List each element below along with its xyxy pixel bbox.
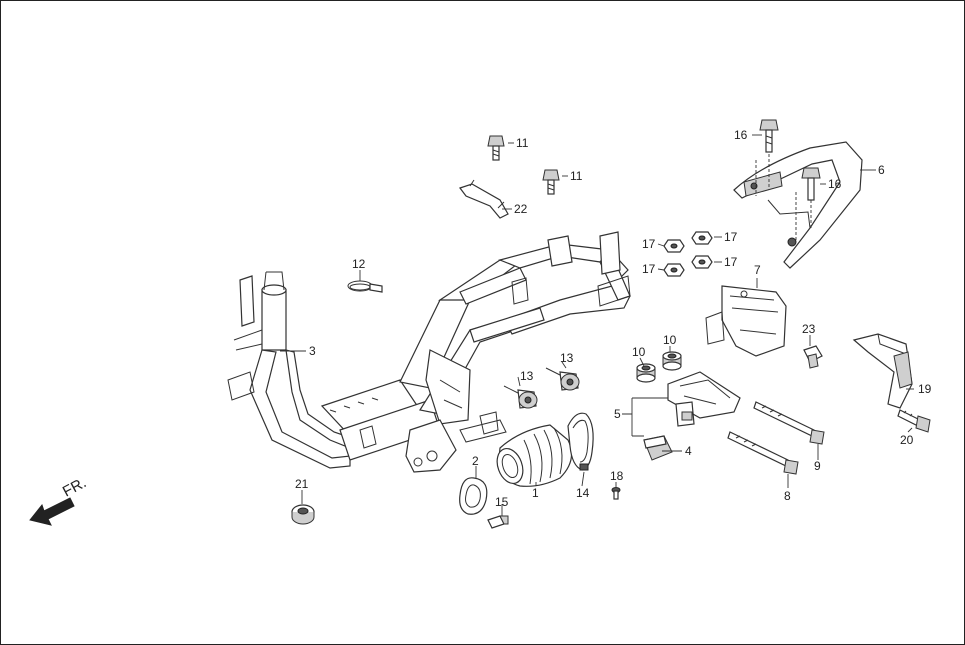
- part-number-8: 8: [784, 489, 791, 503]
- rear-carrier-6-drawing: [733, 141, 863, 269]
- part-number-11b: 11: [570, 169, 583, 183]
- long-bolt-8-drawing: [727, 431, 799, 475]
- part-number-20: 20: [900, 433, 914, 447]
- part-number-11a: 11: [516, 136, 529, 150]
- part-number-10b: 10: [663, 333, 677, 347]
- nut-17d-drawing: [691, 255, 713, 269]
- bolt-20-drawing: [897, 409, 931, 433]
- part-number-21: 21: [295, 477, 309, 491]
- bracket-22-drawing: [459, 179, 509, 219]
- part-number-22: 22: [514, 202, 528, 216]
- bolt-11b-drawing: [542, 169, 560, 195]
- gasket-2-drawing: [459, 477, 488, 515]
- leader-lines: [280, 134, 914, 516]
- part-number-4: 4: [685, 444, 692, 458]
- bushing-13a-drawing: [503, 385, 538, 409]
- air-duct-1-drawing: [496, 424, 573, 487]
- part-number-5: 5: [614, 407, 621, 421]
- part-number-2: 2: [472, 454, 479, 468]
- part-number-16a: 16: [734, 128, 748, 142]
- screw-18-drawing: [611, 487, 621, 500]
- part-number-17d: 17: [724, 255, 738, 269]
- part-number-18: 18: [610, 469, 624, 483]
- bolt-11a-drawing: [487, 135, 505, 161]
- part-number-14: 14: [576, 486, 590, 500]
- clip-23-drawing: [803, 345, 823, 369]
- front-direction-arrow-icon: [29, 497, 75, 526]
- part-number-1: 1: [532, 486, 539, 500]
- collar-10b-drawing: [662, 351, 682, 371]
- part-number-13a: 13: [520, 369, 534, 383]
- nut-17a-drawing: [663, 239, 685, 253]
- main-frame-drawing: [227, 231, 631, 473]
- front-direction-label: FR.: [60, 474, 89, 500]
- part-number-3: 3: [309, 344, 316, 358]
- part-number-16b: 16: [828, 177, 842, 191]
- long-bolt-9-drawing: [753, 401, 825, 445]
- bolt-16b-drawing: [801, 167, 821, 201]
- part-number-12: 12: [352, 257, 366, 271]
- part-number-13b: 13: [560, 351, 574, 365]
- bracket-19-drawing: [852, 333, 913, 409]
- nut-17c-drawing: [663, 263, 685, 277]
- hanger-bracket-5-drawing: [667, 371, 741, 427]
- part-number-9: 9: [814, 459, 821, 473]
- collar-10a-drawing: [636, 363, 656, 383]
- heat-plate-7-drawing: [705, 285, 787, 357]
- part-number-23: 23: [802, 322, 816, 336]
- bushing-13b-drawing: [545, 367, 580, 391]
- grommet-21-drawing: [291, 504, 315, 525]
- screw-15-drawing: [487, 515, 509, 529]
- part-number-6: 6: [878, 163, 885, 177]
- nut-17b-drawing: [691, 231, 713, 245]
- part-number-10a: 10: [632, 345, 646, 359]
- part-number-15: 15: [495, 495, 509, 509]
- rubber-mount-4-drawing: [643, 435, 673, 461]
- bolt-16a-drawing: [759, 119, 779, 153]
- part-number-17c: 17: [642, 262, 656, 276]
- part-number-17a: 17: [642, 237, 656, 251]
- part-number-19: 19: [918, 382, 932, 396]
- band-14-drawing: [567, 412, 594, 471]
- part-number-7: 7: [754, 263, 761, 277]
- clamp-12-drawing: [347, 280, 383, 293]
- part-number-17b: 17: [724, 230, 738, 244]
